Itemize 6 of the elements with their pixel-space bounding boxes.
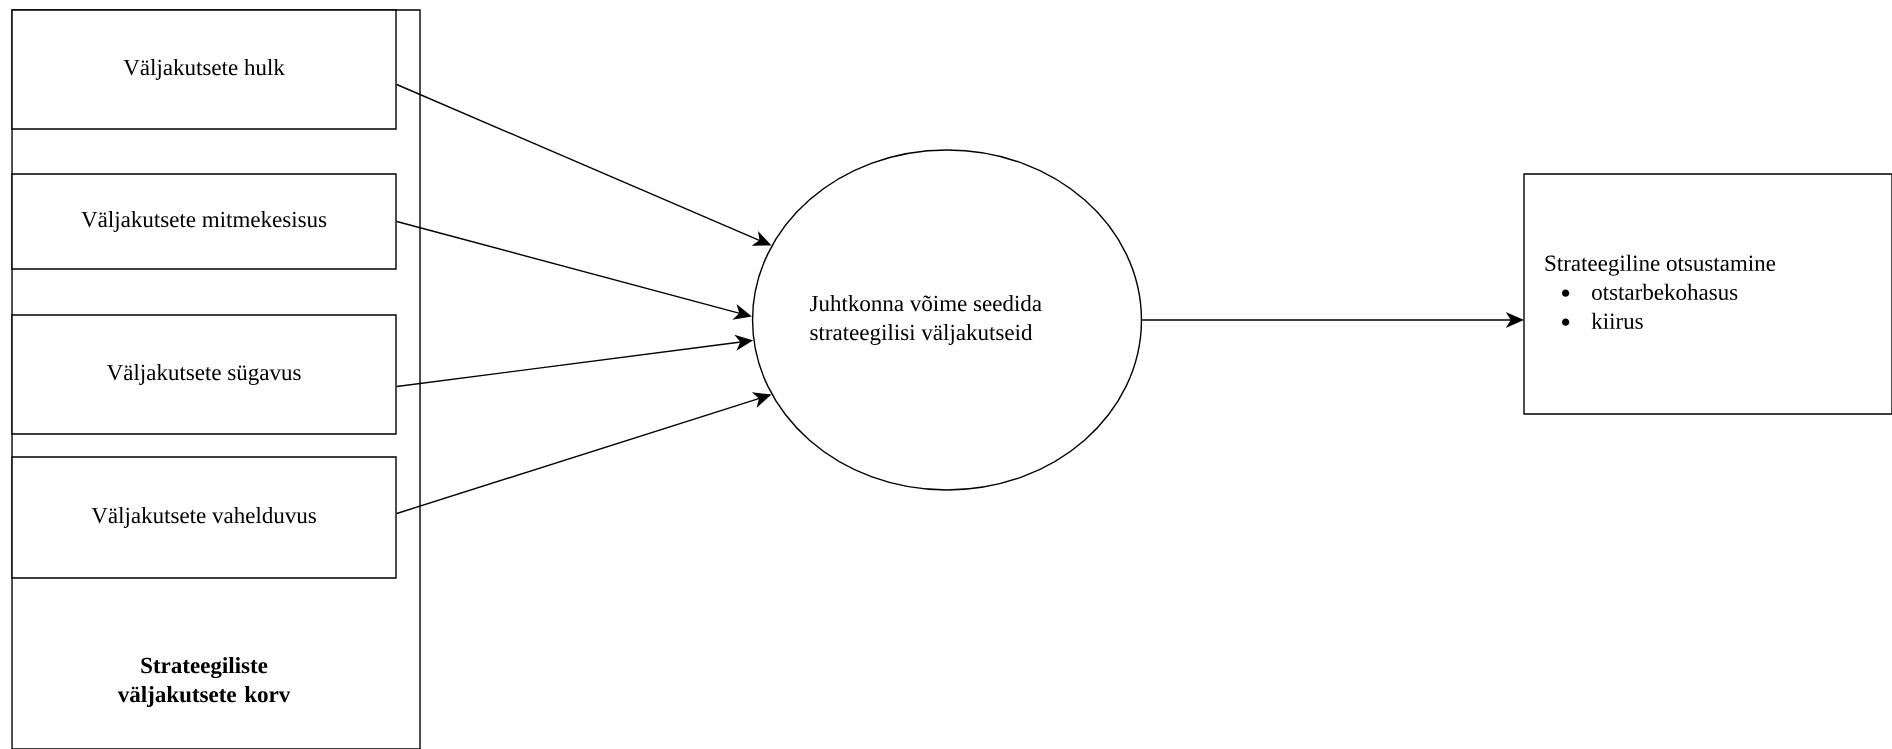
process-box: Väljakutsete vahelduvus [11, 456, 397, 579]
process-box: Väljakutsete mitmekesisus [11, 173, 397, 270]
group-label: Strateegiliste väljakutsete korv [117, 657, 291, 707]
process-box: Väljakutsete hulk [11, 9, 397, 130]
process-box: Väljakutsete sügavus [11, 314, 397, 435]
process-box: Strateegiline otsustamine otstarbekohasus kiirus [1523, 173, 1892, 415]
